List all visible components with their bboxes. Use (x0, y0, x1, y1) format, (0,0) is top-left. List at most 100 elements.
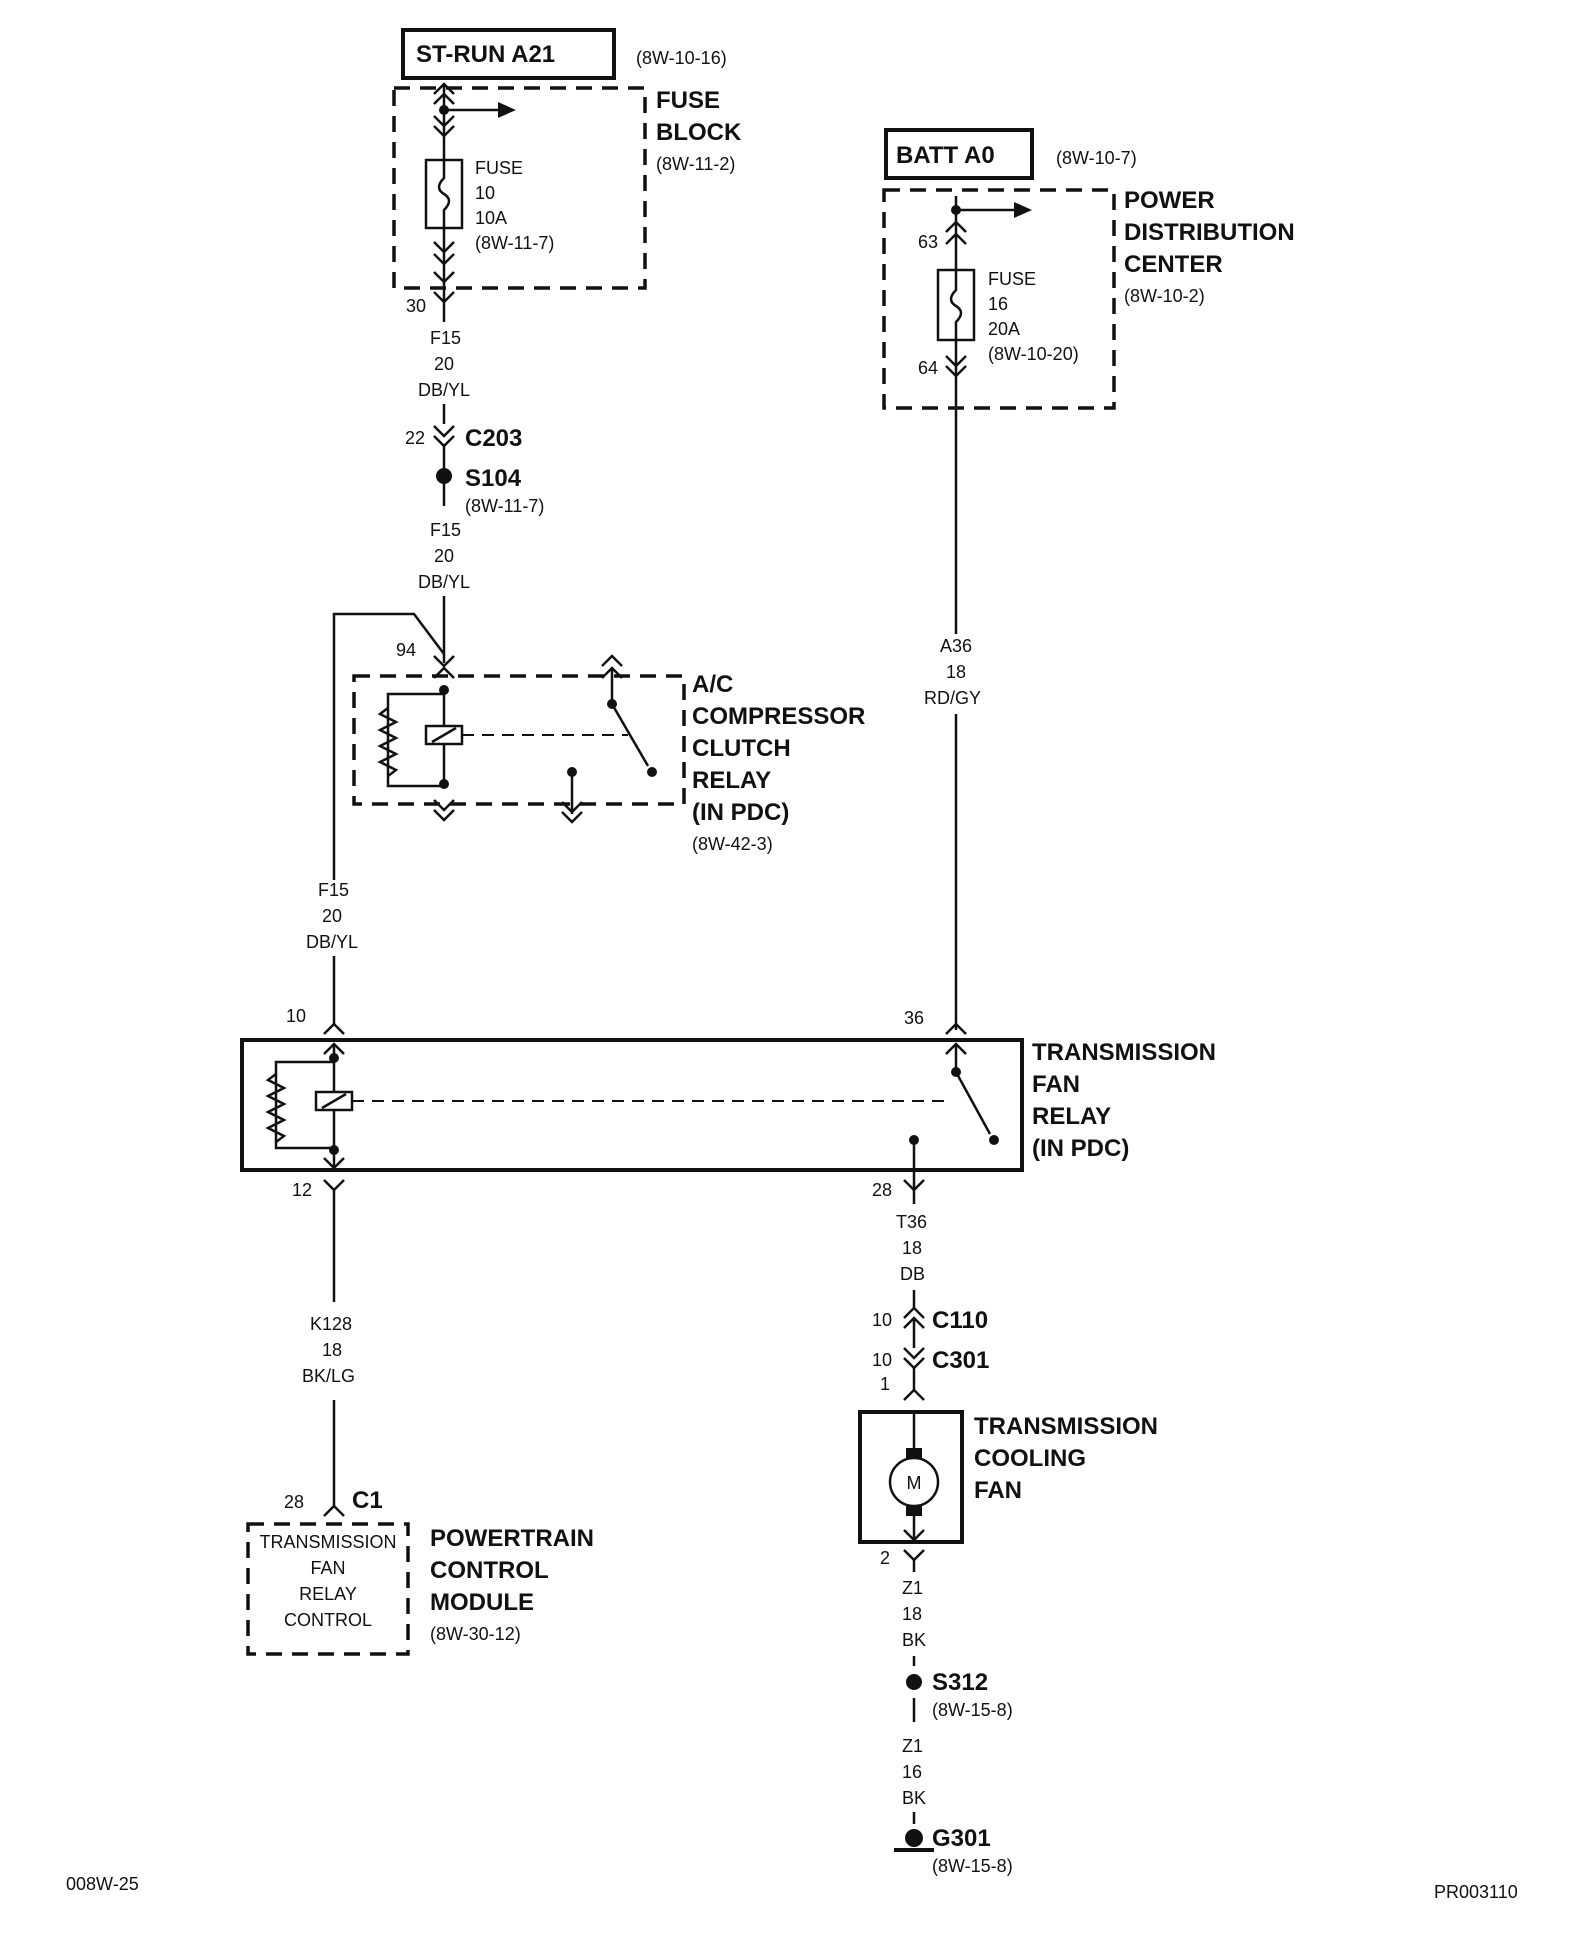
wire-gauge: 20 (434, 354, 454, 374)
connector-symbol (945, 220, 967, 233)
connector-symbol (323, 1157, 345, 1170)
wire-gauge: 20 (322, 906, 342, 926)
g301-label: G301 (932, 1825, 991, 1852)
st-run-label: ST-RUN A21 (416, 41, 555, 68)
s104-splice (436, 468, 452, 484)
c301-label: C301 (932, 1347, 989, 1374)
connector-symbol (433, 125, 455, 138)
c1-pin: 28 (284, 1492, 304, 1512)
ac-relay-ref: (8W-42-3) (692, 834, 773, 854)
c301-connector (903, 1347, 925, 1360)
wire-color: DB/YL (306, 932, 358, 952)
motor-letter: M (907, 1473, 922, 1493)
ac-relay-title: A/C (692, 671, 733, 698)
connector-symbol (433, 115, 455, 128)
motor-brush (906, 1448, 922, 1458)
wire-circuit: Z1 (902, 1736, 923, 1756)
ac-relay-title: (IN PDC) (692, 799, 789, 826)
connector-symbol (433, 82, 455, 95)
pdc-ref: (8W-10-2) (1124, 286, 1205, 306)
pcm-title: MODULE (430, 1589, 534, 1616)
st-run-box (401, 28, 616, 80)
wire-circuit: K128 (310, 1314, 352, 1334)
trans-relay-pin-36: 36 (904, 1008, 924, 1028)
wire-color: RD/GY (924, 688, 981, 708)
pcm-title: CONTROL (430, 1557, 549, 1584)
st-run-ref: (8W-10-16) (636, 48, 727, 68)
pcm-ref: (8W-30-12) (430, 1624, 521, 1644)
batt-label: BATT A0 (896, 142, 995, 169)
fuse-block-outline (392, 86, 647, 290)
resistor-icon (377, 707, 399, 777)
pcm-outline (246, 1522, 410, 1656)
fuse-16-amperage: 20A (988, 319, 1020, 339)
ac-relay-pin: 94 (396, 640, 416, 660)
trans-relay-title: RELAY (1032, 1103, 1111, 1130)
pdc-pin-63: 63 (918, 232, 938, 252)
pin-30-label: 30 (406, 296, 426, 316)
fuse-10-ref: (8W-11-7) (475, 233, 554, 253)
c110-connector (903, 1306, 925, 1319)
s104-ref: (8W-11-7) (465, 496, 544, 516)
s104-label: S104 (465, 465, 522, 492)
cooling-fan-title: COOLING (974, 1445, 1086, 1472)
fuse-10-amperage: 10A (475, 208, 507, 228)
fuse-16-ref: (8W-10-20) (988, 344, 1079, 364)
connector-symbol (601, 654, 623, 667)
c1-label: C1 (352, 1487, 383, 1514)
wire-gauge: 18 (946, 662, 966, 682)
switch-contact (647, 767, 657, 777)
g301-ground (905, 1829, 923, 1847)
switch-arm-icon (610, 703, 650, 767)
fuse-element-icon (437, 160, 451, 228)
trans-relay-title: FAN (1032, 1071, 1080, 1098)
cooling-fan-title: FAN (974, 1477, 1022, 1504)
c110-label: C110 (932, 1307, 988, 1334)
c301-pin: 10 (872, 1350, 892, 1370)
connector-symbol (433, 271, 455, 284)
ac-relay-outline (352, 674, 686, 806)
wire-circuit: F15 (430, 520, 461, 540)
wire-color: BK (902, 1788, 926, 1808)
coil-icon (431, 726, 457, 744)
wire-circuit: A36 (940, 636, 972, 656)
fan-pin-1: 1 (880, 1374, 890, 1394)
pdc-title: CENTER (1124, 251, 1223, 278)
wire-circuit: T36 (896, 1212, 927, 1232)
connector-symbol (433, 253, 455, 266)
ac-relay-title: COMPRESSOR (692, 703, 865, 730)
ac-relay-coil-wire (386, 692, 444, 788)
pdc-pin-64: 64 (918, 358, 938, 378)
c1-connector (323, 1504, 345, 1517)
resistor-icon (265, 1073, 287, 1143)
connector-symbol (323, 1022, 345, 1035)
wire-circuit: F15 (430, 328, 461, 348)
connector-symbol (945, 365, 967, 378)
trans-relay-pin-28: 28 (872, 1180, 892, 1200)
batt-box (884, 128, 1034, 180)
pcm-inner-text: TRANSMISSION (259, 1532, 396, 1552)
wire-gauge: 20 (434, 546, 454, 566)
fuse-element-icon (949, 270, 963, 340)
connector-symbol (903, 1529, 925, 1542)
trans-relay-outline (240, 1038, 1024, 1172)
c203-pin: 22 (405, 428, 425, 448)
c203-label: C203 (465, 425, 522, 452)
pcm-title: POWERTRAIN (430, 1525, 594, 1552)
relay-node (329, 1145, 339, 1155)
pdc-outline (882, 188, 1116, 410)
pdc-title: DISTRIBUTION (1124, 219, 1295, 246)
connector-symbol (433, 799, 455, 812)
ac-relay-node (439, 779, 449, 789)
connector-symbol (561, 811, 583, 824)
trans-relay-pin-12: 12 (292, 1180, 312, 1200)
fuse-10-number: 10 (475, 183, 495, 203)
ac-relay-title: CLUTCH (692, 735, 791, 762)
fuse-16-number: 16 (988, 294, 1008, 314)
switch-arm-icon (954, 1071, 992, 1135)
c203-connector (433, 425, 455, 438)
pcm-inner-text: RELAY (299, 1584, 357, 1604)
trans-relay-title: (IN PDC) (1032, 1135, 1129, 1162)
connector-pin-2 (903, 1549, 925, 1562)
switch-contact (989, 1135, 999, 1145)
